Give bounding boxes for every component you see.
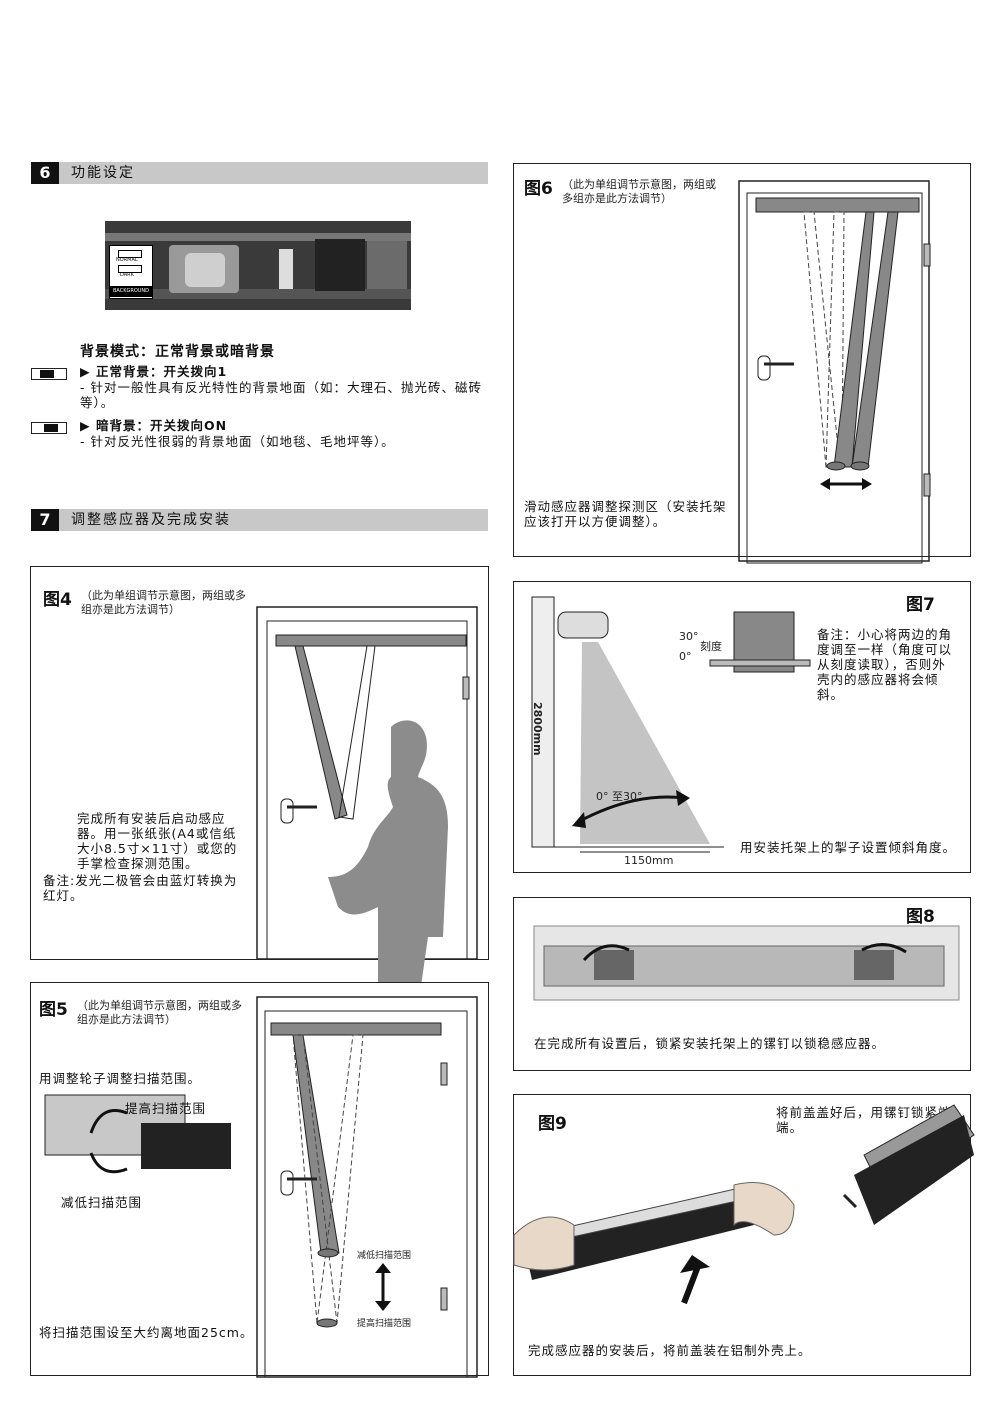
angle-0-label: 0° [679, 650, 692, 663]
section-number: 6 [31, 162, 59, 184]
figure-9: 图9 将前盖盖好后，用镙钉锁紧端端。 完成感应器的安装后，将前盖装在铝制外壳上。 [513, 1094, 975, 1376]
hand-check-diagram [256, 606, 478, 1007]
angle-range-label: 0° 至30° [596, 790, 643, 803]
section-title: 调整感应器及完成安装 [71, 512, 231, 528]
switch-label-normal: NORMAL [116, 257, 138, 263]
scan-range-diagram [44, 996, 478, 1378]
section-7-header: 7 调整感应器及完成安装 [31, 509, 488, 531]
figure-4: 图4 （此为单组调节示意图，两组或多组亦是此方法调节） 完成所有安装后启动感应器… [30, 566, 489, 1007]
figure-desc: 用安装托架上的掣子设置倾斜角度。 [740, 840, 957, 855]
scale-label: 刻度 [700, 640, 722, 653]
angle-30-label: 30° [679, 630, 699, 643]
normal-background-desc: - 针对一般性具有反光特性的背景地面（如：大理石、抛光砖、磁砖等）。 [80, 380, 482, 410]
figure-label: 图4 [43, 590, 72, 610]
background-mode-title: 背景模式：正常背景或暗背景 [80, 344, 275, 360]
figure-bottom-text: 将扫描范围设至大约离地面25cm。 [39, 1325, 254, 1340]
door-sensor-diagram [738, 180, 931, 564]
dark-background-title: ▶ 暗背景：开关拨向ON [80, 418, 228, 433]
height-dimension: 2800mm [531, 702, 544, 756]
figure-desc: 完成感应器的安装后，将前盖装在铝制外壳上。 [528, 1343, 812, 1358]
figure-desc: 完成所有安装后启动感应器。用一张纸张(A4或信纸大小8.5寸×11寸）或您的手掌… [77, 811, 238, 871]
figure-label: 图6 [524, 179, 553, 199]
width-dimension: 1150mm [624, 854, 674, 867]
sensor-switch-photo: NORMAL DARK BACKGROUND [105, 221, 411, 310]
section-number: 7 [31, 509, 59, 531]
figure-intro: 用调整轮子调整扫描范围。 [39, 1071, 202, 1086]
figure-6: 图6 （此为单组调节示意图，两组或多组亦是此方法调节） 滑动感应器调整探测区（安… [513, 163, 971, 564]
figure-label: 图9 [538, 1114, 567, 1134]
switch-label-dark: DARK [120, 272, 134, 278]
switch-dark-icon [31, 422, 67, 434]
figure-desc: 在完成所有设置后，锁紧安装托架上的镙钉以锁稳感应器。 [534, 1036, 886, 1051]
figure-top-text: 将前盖盖好后，用镙钉锁紧端端。 [776, 1105, 952, 1135]
figure-desc: 滑动感应器调整探测区（安装托架应该打开以方便调整）。 [524, 499, 727, 529]
figure-label: 图8 [906, 907, 935, 927]
raise-scan-label: 提高扫描范围 [125, 1101, 207, 1116]
lower-scan-small: 减低扫描范围 [357, 1251, 412, 1261]
figure-8: 图8 在完成所有设置后，锁紧安装托架上的镙钉以锁稳感应器。 [513, 897, 971, 1071]
normal-background-title: ▶ 正常背景：开关拨向1 [80, 364, 228, 379]
front-cover-diagram [513, 1104, 975, 1305]
figure-note: （此为单组调节示意图，两组或多组亦是此方法调节） [77, 999, 242, 1026]
figure-remark: 备注：小心将两边的角度调至一样（角度可以从刻度读取），否则外壳内的感应器将会倾斜… [817, 627, 953, 702]
lower-scan-label: 减低扫描范围 [61, 1195, 143, 1210]
switch-label-background: BACKGROUND [110, 286, 152, 297]
switch-normal-icon [31, 368, 67, 380]
section-title: 功能设定 [71, 165, 135, 181]
figure-5: 图5 （此为单组调节示意图，两组或多组亦是此方法调节） 用调整轮子调整扫描范围。… [30, 982, 489, 1378]
lock-screw-diagram [533, 925, 960, 1001]
figure-remark: 备注:发光二极管会由蓝灯转换为红灯。 [43, 873, 238, 903]
dark-background-desc: - 针对反光性很弱的背景地面（如地毯、毛地坪等）。 [80, 434, 395, 449]
figure-note: （此为单组调节示意图，两组或多组亦是此方法调节） [562, 178, 716, 205]
section-6-header: 6 功能设定 [31, 162, 488, 184]
figure-note: （此为单组调节示意图，两组或多组亦是此方法调节） [81, 589, 246, 616]
figure-label: 图5 [39, 1000, 68, 1020]
figure-label: 图7 [906, 595, 935, 615]
raise-scan-small: 提高扫描范围 [357, 1319, 412, 1329]
tilt-angle-diagram [531, 596, 811, 853]
figure-7: 图7 2800mm 1150mm 30° 0° 刻度 0° 至30° 备注：小心… [513, 581, 971, 873]
